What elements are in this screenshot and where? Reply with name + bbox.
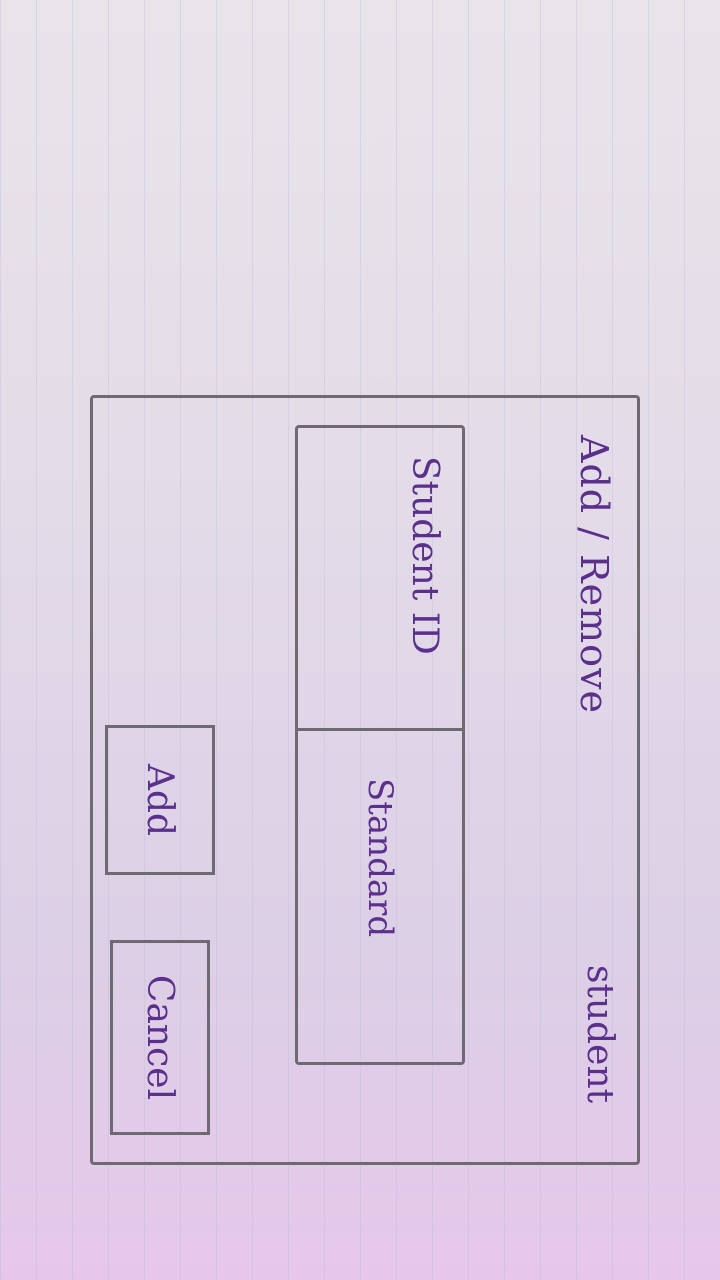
student-id-field-group: Student ID <box>295 425 465 1065</box>
add-button[interactable]: Add <box>105 725 215 875</box>
cancel-button[interactable]: Cancel <box>110 940 210 1135</box>
student-id-label: Student ID <box>404 456 445 655</box>
dialog-title: Add / Remove <box>572 435 616 715</box>
add-remove-student-dialog: Add / Remove student Student ID Add Canc… <box>80 395 640 1165</box>
student-id-input[interactable] <box>298 738 462 1058</box>
dialog-title-target: student <box>579 965 620 1104</box>
field-divider <box>298 728 462 731</box>
